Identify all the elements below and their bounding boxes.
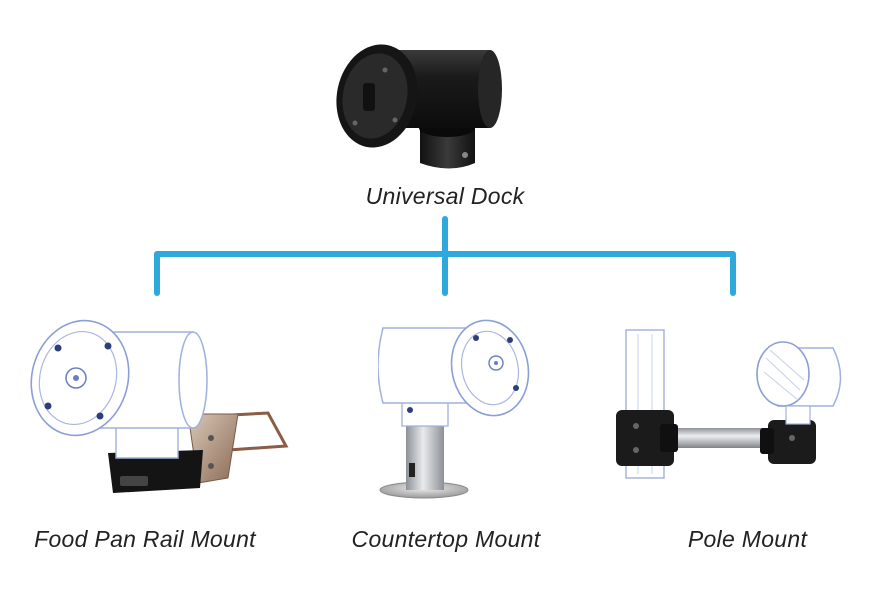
connector-bar [154,251,736,296]
universal-dock-label: Universal Dock [365,183,525,209]
food-pan-rail-mount-image [30,319,289,493]
pole-mount-image [616,329,842,479]
food-pan-rail-mount-label: Food Pan Rail Mount [34,526,256,552]
universal-dock-image [336,44,502,169]
countertop-mount-image [378,319,530,499]
pole-mount-label: Pole Mount [687,526,808,552]
countertop-mount-label: Countertop Mount [351,526,541,552]
